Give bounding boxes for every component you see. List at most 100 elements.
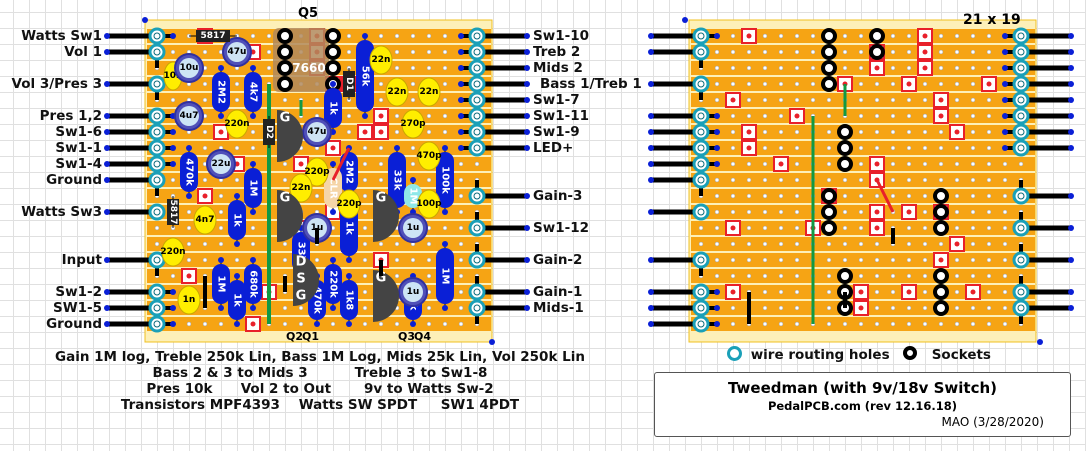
track-cut-dot [858,289,864,295]
hole [410,97,416,103]
track-cut-dot [938,113,944,119]
project-title: Tweedman (with 9v/18v Switch) [727,379,998,397]
resistor-1M [212,264,230,304]
hole [938,81,944,87]
hole [842,225,848,231]
wire-pad [1012,43,1030,61]
hole [394,65,400,71]
hole [762,177,768,183]
left-label-ground: Ground [46,172,102,188]
solder-dot [170,145,176,151]
right-label-bass-1-treb-1: Bass 1/Treb 1 [540,76,642,92]
corner-marker [682,17,688,23]
lead-end [1068,113,1074,119]
hole [778,241,784,247]
hole [730,177,736,183]
hole [458,241,464,247]
solder-dot [458,65,464,71]
wire-pad-inner [697,176,705,184]
diode-5817 [167,199,179,225]
hole [906,113,912,119]
solder-dot [442,209,448,215]
transistor-pin-label: D [296,255,307,270]
left-label-sw1-6: Sw1-6 [55,124,102,140]
hole [778,305,784,311]
solder-dot [250,257,256,263]
solder-dot [458,113,464,119]
wire-pad-inner [473,112,481,120]
hole [890,33,896,39]
solder-dot [458,97,464,103]
hole [202,81,208,87]
hole [426,177,432,183]
hole [426,129,432,135]
hole [986,33,992,39]
hole [282,97,288,103]
hole [794,177,800,183]
hole [986,257,992,263]
solder-dot [1002,49,1008,55]
hole [778,81,784,87]
solder-dot [714,305,720,311]
electrolytic-cap-body [227,42,247,62]
solder-dot [1002,33,1008,39]
wire [331,147,351,181]
solder-dot [1002,81,1008,87]
wire-pad [692,155,710,173]
solder-dot [234,193,240,199]
lead-end [104,49,110,55]
hole [874,273,880,279]
hole [442,321,448,327]
wire-pad [468,187,486,205]
hole [794,321,800,327]
hole [202,177,208,183]
resistor-470k [180,152,198,192]
hole [906,49,912,55]
hole [298,321,304,327]
hole [954,193,960,199]
ic-part-label: 7660 [292,61,325,75]
hole [426,257,432,263]
legend-wire-holes-label: wire routing holes [750,347,890,363]
hole [378,161,384,167]
wire-pad-inner [697,160,705,168]
hole [810,81,816,87]
resistor-CLR [324,168,342,208]
hole [410,81,416,87]
solder-dot [170,161,176,167]
wire-pad-inner [697,144,705,152]
jfet-transistor [373,270,399,322]
wire-pad [148,123,166,141]
solder-dot [234,241,240,247]
hole [858,97,864,103]
lead-end [104,321,110,327]
socket [933,220,949,236]
lead-end [1068,33,1074,39]
hole [186,257,192,263]
project-author: MAO (3/28/2020) [941,415,1044,429]
hole [986,161,992,167]
resistor-1M [404,184,422,208]
hole [890,161,896,167]
film-cap-470p [417,141,441,171]
hole [426,33,432,39]
note-pots: Gain 1M log, Treble 250k Lin, Bass 1M Lo… [55,349,585,365]
left-label-ground: Ground [46,316,102,332]
lead-end [648,289,654,295]
wire-pad [1012,59,1030,77]
wire-pad [692,203,710,221]
hole [986,65,992,71]
lead-end [1068,145,1074,151]
hole [890,289,896,295]
wire-pad [1012,283,1030,301]
wire-pad-inner [473,256,481,264]
hole [362,193,368,199]
resistor-label: 1M [440,268,451,285]
hole [170,97,176,103]
hole [410,33,416,39]
hole [250,225,256,231]
hole [730,49,736,55]
hole [442,113,448,119]
solder-dot [442,305,448,311]
cap-label: 1n [183,295,196,305]
